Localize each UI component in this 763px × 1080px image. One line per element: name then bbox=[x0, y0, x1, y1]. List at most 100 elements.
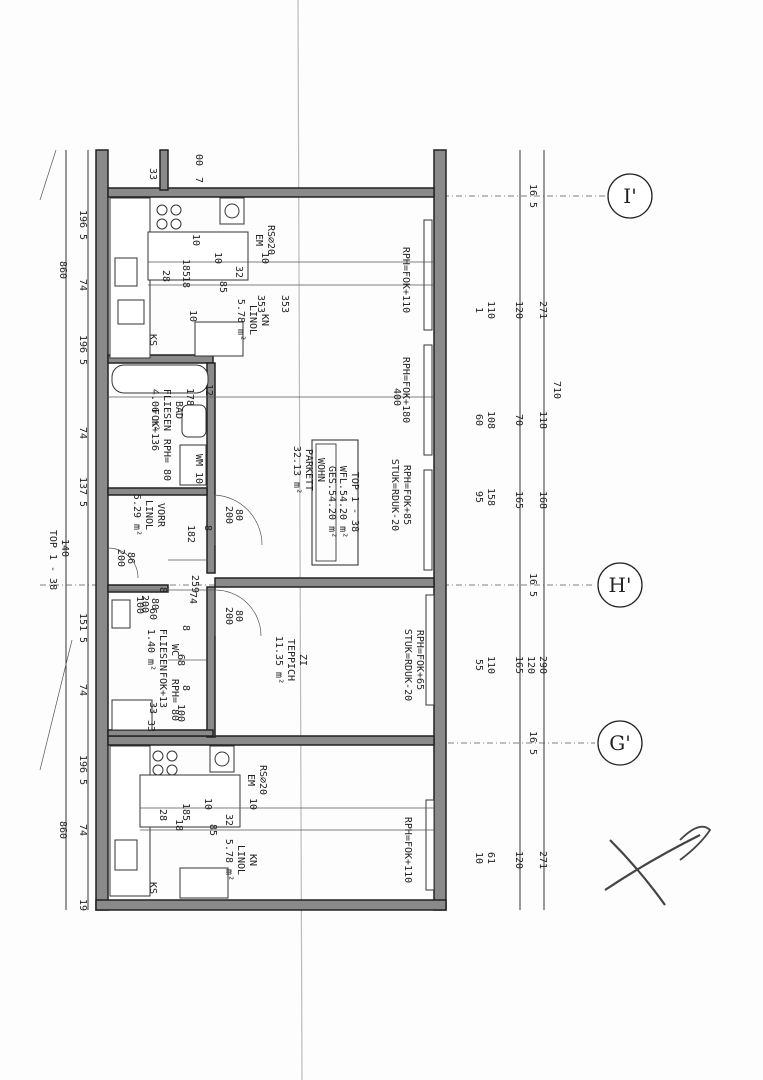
door-80-a: 80 bbox=[233, 509, 244, 521]
dim-10-b: 10 bbox=[212, 252, 223, 264]
room-zimmer-floor: TEPPICH bbox=[285, 639, 296, 681]
door-200-b: 200 bbox=[223, 607, 234, 625]
chain-left-10: 196 5 bbox=[77, 755, 88, 785]
dim-74: 74 bbox=[187, 592, 198, 604]
unit-top-label: TOP 1 - 38 bbox=[349, 472, 360, 532]
window-dim-2a: 108 bbox=[485, 411, 496, 429]
kitchen-1-fixtures bbox=[109, 197, 249, 359]
windows bbox=[423, 219, 435, 891]
fok-bad: FOK+136 bbox=[149, 409, 160, 451]
room-vorr-name: VORR bbox=[155, 503, 166, 528]
dim-100-b: 100 bbox=[175, 704, 186, 722]
rph-note-1: RPH=FOK+110 bbox=[400, 247, 411, 313]
room-vorr-floor: LINOL bbox=[143, 500, 154, 530]
dim-185-b: 185 bbox=[180, 803, 191, 821]
rph-wc: RPH= 80 bbox=[169, 679, 180, 721]
rph-note-3: RPH=FOK+85 bbox=[401, 465, 412, 525]
door-200-a: 200 bbox=[223, 506, 234, 524]
dim-8-c: 8 bbox=[180, 625, 191, 631]
door-200-d: 200 bbox=[139, 595, 150, 613]
room-wc-name: WC bbox=[169, 644, 180, 656]
window-dim-2b: 60 bbox=[473, 414, 484, 426]
ks-label-1: KS bbox=[147, 334, 158, 346]
chain-left-5: 74 bbox=[77, 427, 88, 439]
wm-number: 10 bbox=[193, 472, 204, 484]
room-vorr-area: 5.29 m² bbox=[131, 494, 142, 536]
wm-label: WM bbox=[193, 454, 204, 466]
signature-mark bbox=[604, 825, 712, 906]
chain-left-4: 196 5 bbox=[77, 335, 88, 365]
dim-100-a: 100 bbox=[134, 596, 145, 614]
svg-text:I': I' bbox=[623, 184, 636, 208]
window-dim-4a: 110 bbox=[485, 656, 496, 674]
wall-kitchen-1 bbox=[107, 354, 214, 364]
chain-right-12: 165 bbox=[513, 656, 524, 674]
dim-68: 68 bbox=[175, 654, 186, 666]
room-kueche1-floor: LINOL bbox=[247, 305, 258, 335]
kitchen-2-fixtures bbox=[109, 745, 241, 899]
rph-note-4: RPH=FOK+65 bbox=[414, 630, 425, 690]
chain-right-11: 120 bbox=[525, 656, 536, 674]
dim-18-a: 18 bbox=[180, 276, 191, 288]
dimension-lines bbox=[108, 261, 434, 831]
ks-label-2: KS bbox=[147, 882, 158, 894]
chain-right-14: 271 bbox=[537, 851, 548, 869]
dim-400: 400 bbox=[391, 388, 402, 406]
wall-axis-H bbox=[214, 577, 435, 588]
doors bbox=[107, 494, 263, 637]
dim-28-b: 28 bbox=[157, 809, 168, 821]
chain-left-7: 140 bbox=[59, 539, 70, 557]
dim-12: 12 bbox=[203, 384, 214, 396]
dim-8-a: 8 bbox=[202, 525, 213, 531]
em-note-1: EM bbox=[253, 234, 264, 246]
rs-note-1: RS⌀20 bbox=[265, 225, 276, 255]
dim-60: 60 bbox=[147, 608, 158, 620]
axis-bubble-H: H' bbox=[597, 562, 643, 608]
rph-bad: RPH= 80 bbox=[161, 439, 172, 481]
em-note-2: EM bbox=[245, 774, 256, 786]
room-wohnen-area: 32.13 m² bbox=[291, 446, 302, 494]
dim-18-b: 18 bbox=[173, 819, 184, 831]
dim-10-d: 10 bbox=[202, 798, 213, 810]
wall-top-axis-I bbox=[107, 187, 435, 198]
chain-left-8: 151 5 bbox=[77, 613, 88, 643]
window-dim-3b: 95 bbox=[473, 491, 484, 503]
rs-note-2: RS⌀20 bbox=[257, 765, 268, 795]
chain-right-8: 165 bbox=[513, 491, 524, 509]
exterior-wall-left bbox=[95, 149, 109, 911]
room-bad-area: 4.06 m² bbox=[149, 389, 160, 431]
dim-353-b: 353 bbox=[279, 295, 290, 313]
bath-fixtures bbox=[111, 364, 209, 486]
dim-10-c: 10 bbox=[259, 252, 270, 264]
stuk-note-2: STUK=RDUK-20 bbox=[402, 629, 413, 701]
room-zimmer-area: 11.35 m² bbox=[273, 636, 284, 684]
scan-fold-line bbox=[297, 0, 303, 1080]
door-86: 86 bbox=[125, 552, 136, 564]
chain-right-15: 120 bbox=[513, 851, 524, 869]
dim-10-a: 10 bbox=[190, 234, 201, 246]
dim-32-a: 32 bbox=[233, 266, 244, 278]
wall-kitchen-2 bbox=[107, 729, 214, 737]
dim-85-a: 85 bbox=[217, 281, 228, 293]
label-33-b: 33 bbox=[147, 702, 158, 714]
room-bad-name: BAD bbox=[173, 401, 184, 419]
chain-left-1: 196 5 bbox=[77, 210, 88, 240]
top-left-label: 00 bbox=[193, 154, 204, 166]
chain-left-2: 74 bbox=[77, 279, 88, 291]
room-wc-area: 1.40 m² bbox=[145, 629, 156, 671]
chain-right-10: 290 bbox=[537, 656, 548, 674]
neighbor-top-label: TOP 1 - 38 bbox=[47, 530, 58, 590]
dim-10-e: 10 bbox=[247, 798, 258, 810]
dim-185-a: 185 bbox=[180, 259, 191, 277]
annotation-layer: TOP 1 - 38 WFL.54.20 m² GES.54.20 m² WOH… bbox=[47, 154, 562, 911]
window-dim-5b: 10 bbox=[473, 852, 484, 864]
unit-wfl-label: WFL.54.20 m² bbox=[337, 466, 348, 538]
exterior-wall-right bbox=[433, 149, 447, 911]
axis-bubble-G: G' bbox=[597, 720, 643, 766]
room-kueche1-name: KN bbox=[259, 314, 270, 326]
wall-bottom bbox=[95, 899, 447, 911]
dim-8-b: 8 bbox=[157, 587, 168, 593]
window-dim-5a: 61 bbox=[485, 852, 496, 864]
door-80-b: 80 bbox=[233, 610, 244, 622]
